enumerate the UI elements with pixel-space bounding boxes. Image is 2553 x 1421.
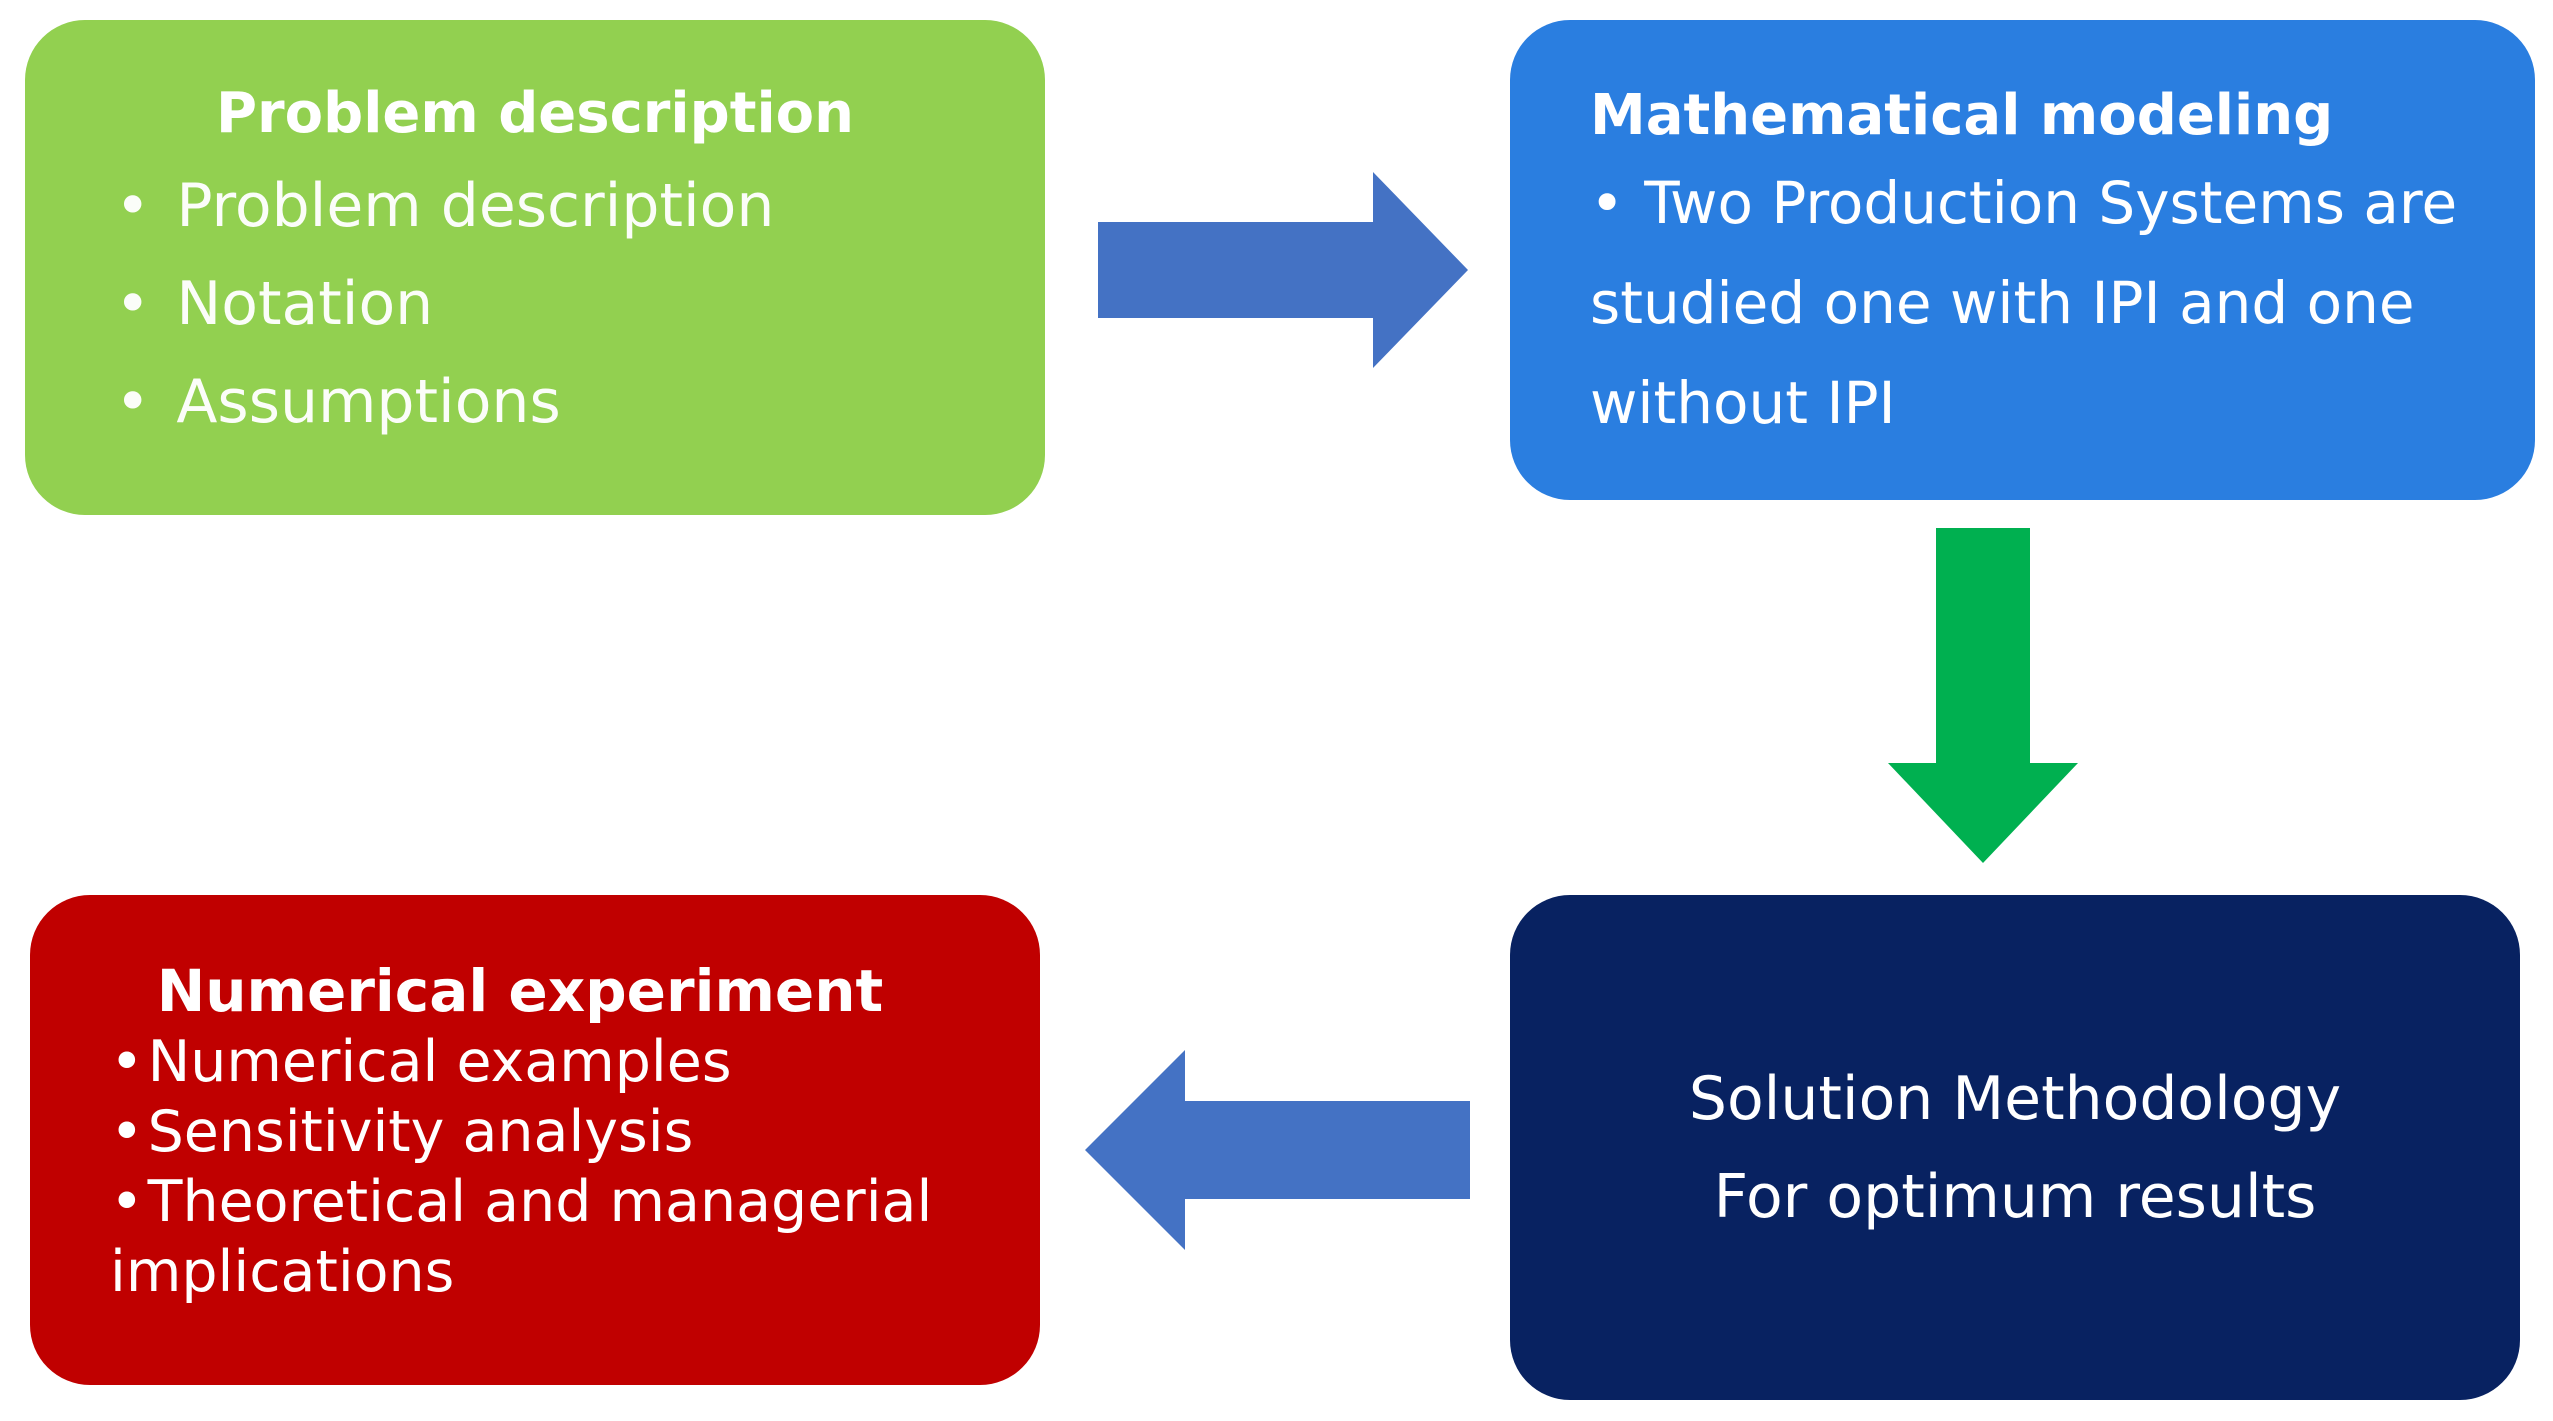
list-item: • Assumptions bbox=[115, 353, 1045, 451]
solution-methodology-line2: For optimum results bbox=[1713, 1161, 2317, 1232]
bullet-icon: • bbox=[115, 367, 151, 438]
bullet-icon: • bbox=[115, 269, 151, 340]
list-item-label: Problem description bbox=[176, 171, 775, 242]
mathematical-modeling-text: Two Production Systems are studied one w… bbox=[1590, 169, 2458, 438]
list-item: • Problem description bbox=[115, 157, 1045, 255]
left-arrow-icon bbox=[1085, 1050, 1470, 1250]
down-arrow-shape bbox=[1888, 528, 2078, 863]
list-item-label: Theoretical and managerial implications bbox=[110, 1168, 933, 1305]
list-item-label: Notation bbox=[176, 269, 434, 340]
mathematical-modeling-description: •Two Production Systems are studied one … bbox=[1590, 153, 2495, 453]
bullet-icon: • bbox=[110, 1028, 144, 1095]
right-arrow-shape bbox=[1098, 172, 1468, 368]
mathematical-modeling-title: Mathematical modeling bbox=[1590, 83, 2334, 148]
left-arrow-shape bbox=[1085, 1050, 1470, 1250]
mathematical-modeling-box: Mathematical modeling •Two Production Sy… bbox=[1510, 20, 2535, 500]
list-item-label: Numerical examples bbox=[147, 1028, 732, 1095]
bullet-icon: • bbox=[110, 1168, 144, 1235]
bullet-icon: • bbox=[115, 171, 151, 242]
problem-description-list: • Problem description • Notation • Assumpti… bbox=[115, 157, 1045, 451]
solution-methodology-box: Solution Methodology For optimum results bbox=[1510, 895, 2520, 1400]
numerical-experiment-box: Numerical experiment •Numerical examples… bbox=[30, 895, 1040, 1385]
list-item: •Theoretical and managerial implications bbox=[110, 1167, 1010, 1307]
bullet-icon: • bbox=[1590, 169, 1625, 238]
numerical-experiment-title: Numerical experiment bbox=[156, 957, 884, 1025]
list-item-label: Sensitivity analysis bbox=[147, 1098, 694, 1165]
list-item: •Sensitivity analysis bbox=[110, 1097, 1010, 1167]
right-arrow-icon bbox=[1098, 172, 1468, 368]
numerical-experiment-list: •Numerical examples •Sensitivity analysi… bbox=[110, 1027, 1010, 1307]
down-arrow-icon bbox=[1888, 528, 2078, 863]
list-item: • Notation bbox=[115, 255, 1045, 353]
problem-description-box: Problem description • Problem description… bbox=[25, 20, 1045, 515]
bullet-icon: • bbox=[110, 1098, 144, 1165]
solution-methodology-line1: Solution Methodology bbox=[1688, 1063, 2342, 1134]
list-item: •Numerical examples bbox=[110, 1027, 1010, 1097]
problem-description-title: Problem description bbox=[215, 81, 855, 146]
list-item-label: Assumptions bbox=[176, 367, 561, 438]
